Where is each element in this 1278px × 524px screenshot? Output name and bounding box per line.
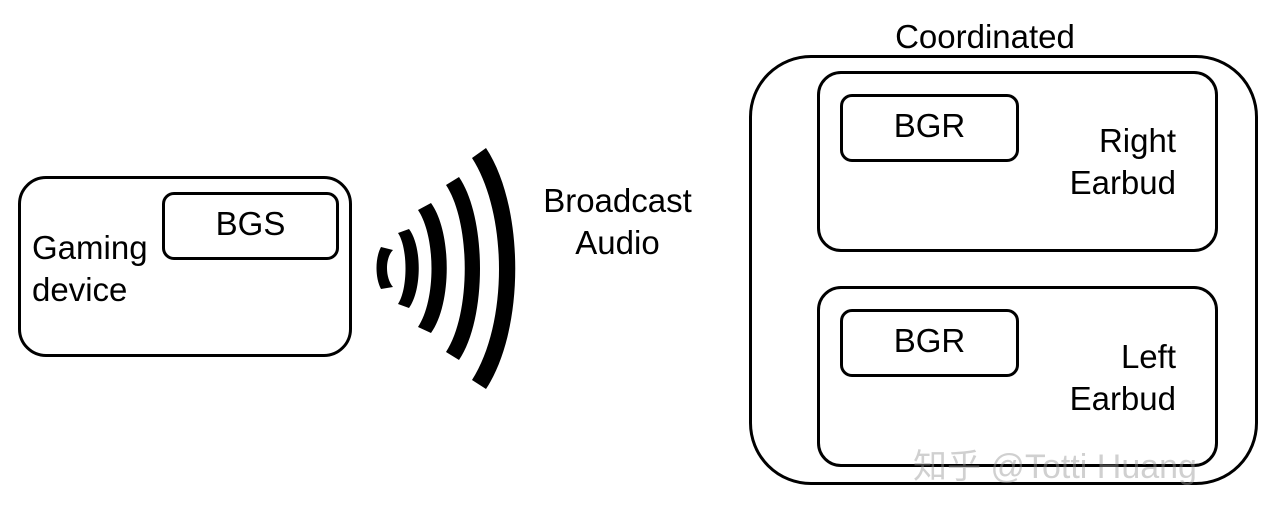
left-earbud-label: Left Earbud [1069, 338, 1176, 417]
right-bgr-box [840, 94, 1019, 162]
bgs-box [162, 192, 339, 260]
wave-arc-4 [446, 177, 480, 360]
wave-arc-1 [376, 247, 393, 289]
gaming-device-label: Gaming device [32, 229, 148, 308]
wave-arc-2 [398, 229, 419, 308]
bgs-label: BGS [215, 205, 286, 242]
coordinated-set-title: Coordinated [895, 18, 1075, 55]
left-bgr-box [840, 309, 1019, 377]
right-earbud-label: Right Earbud [1069, 122, 1176, 201]
wave-arc-5 [472, 148, 516, 389]
broadcast-audio-label: Broadcast Audio [543, 182, 692, 261]
wave-arc-3 [418, 203, 447, 333]
right-bgr-label: BGR [893, 107, 966, 144]
left-bgr-label: BGR [893, 322, 966, 359]
